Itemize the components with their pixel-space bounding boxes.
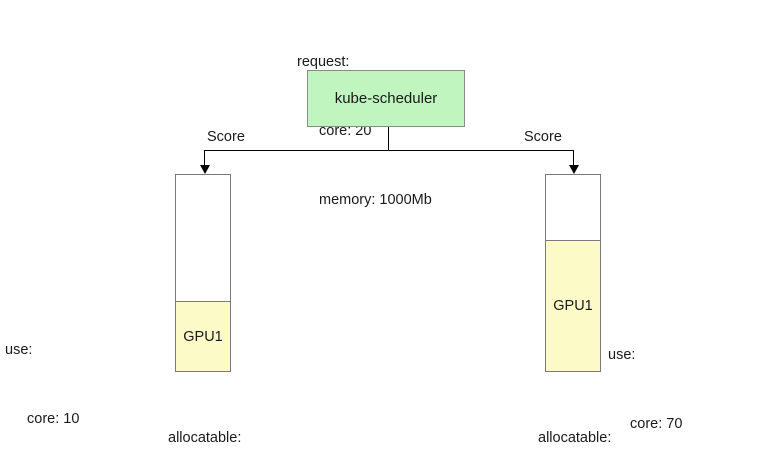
request-spec-head: request: <box>297 54 350 70</box>
left-node-bar-label: GPU1 <box>183 328 223 345</box>
request-spec: request: core: 20 memory: 1000Mb <box>297 5 432 258</box>
right-node-used-region: GPU1 <box>546 240 600 371</box>
right-node-bar[interactable]: GPU1 <box>545 174 601 372</box>
right-node-use-spec: use: core: 70 memory: 6000Mb <box>608 298 743 453</box>
left-score-label: Score <box>207 129 245 145</box>
kube-scheduler-label: kube-scheduler <box>334 90 438 107</box>
left-node-bar[interactable]: GPU1 <box>175 174 231 372</box>
left-node-use-core: core: 10 <box>27 411 80 427</box>
left-node-use-spec: use: core: 10 memory: 2000Mb <box>5 293 140 453</box>
kube-scheduler-box[interactable]: kube-scheduler <box>307 70 465 127</box>
score-bus-line <box>204 150 574 151</box>
request-spec-core: core: 20 <box>319 123 372 139</box>
right-score-arrow-icon <box>569 165 579 174</box>
scheduler-stem-line <box>388 127 389 151</box>
left-node-used-region: GPU1 <box>176 301 230 371</box>
request-spec-memory: memory: 1000Mb <box>319 192 432 208</box>
left-node-use-head: use: <box>5 342 33 358</box>
right-score-drop-line <box>573 150 574 167</box>
right-node-use-head: use: <box>608 347 636 363</box>
left-node-allocatable-head: allocatable: <box>168 430 242 446</box>
left-node-allocatable-spec: allocatable: core: 100 memory: 8000Mb <box>168 381 307 453</box>
right-node-bar-label: GPU1 <box>553 298 593 314</box>
left-score-arrow-icon <box>200 165 210 174</box>
left-score-drop-line <box>204 150 205 167</box>
right-score-label: Score <box>524 129 562 145</box>
right-node-allocatable-head: allocatable: <box>538 430 612 446</box>
right-node-use-core: core: 70 <box>630 416 683 432</box>
right-node-allocatable-spec: allocatable: core: 100 memory: 8000Mb <box>538 381 677 453</box>
